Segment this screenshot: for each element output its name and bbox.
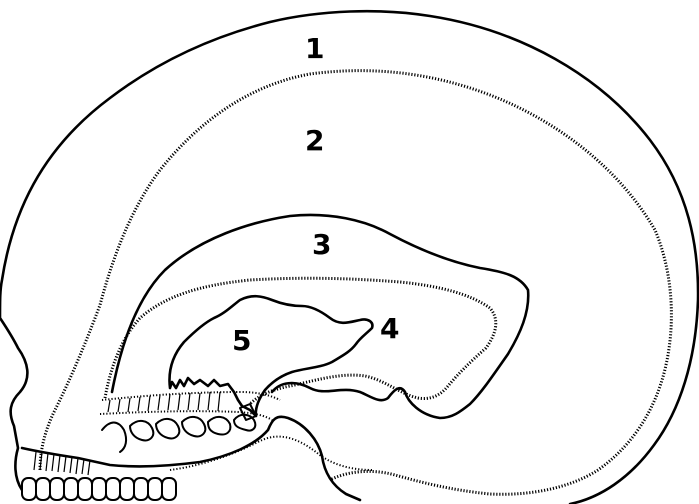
region-label-1: 1 <box>305 32 324 65</box>
palate-hatching <box>108 392 220 412</box>
region-label-3: 3 <box>312 228 331 261</box>
base-dotted-contour <box>170 437 372 470</box>
region-2-boundary <box>40 71 671 495</box>
region-4-boundary <box>105 278 496 404</box>
upper-dental-arch <box>102 404 256 452</box>
region-label-5: 5 <box>232 324 251 357</box>
region-label-2: 2 <box>305 124 324 157</box>
outer-skull-outline <box>0 11 698 504</box>
palate-upper-line <box>102 392 280 400</box>
region-label-4: 4 <box>380 312 399 345</box>
lower-teeth-row <box>22 478 176 500</box>
